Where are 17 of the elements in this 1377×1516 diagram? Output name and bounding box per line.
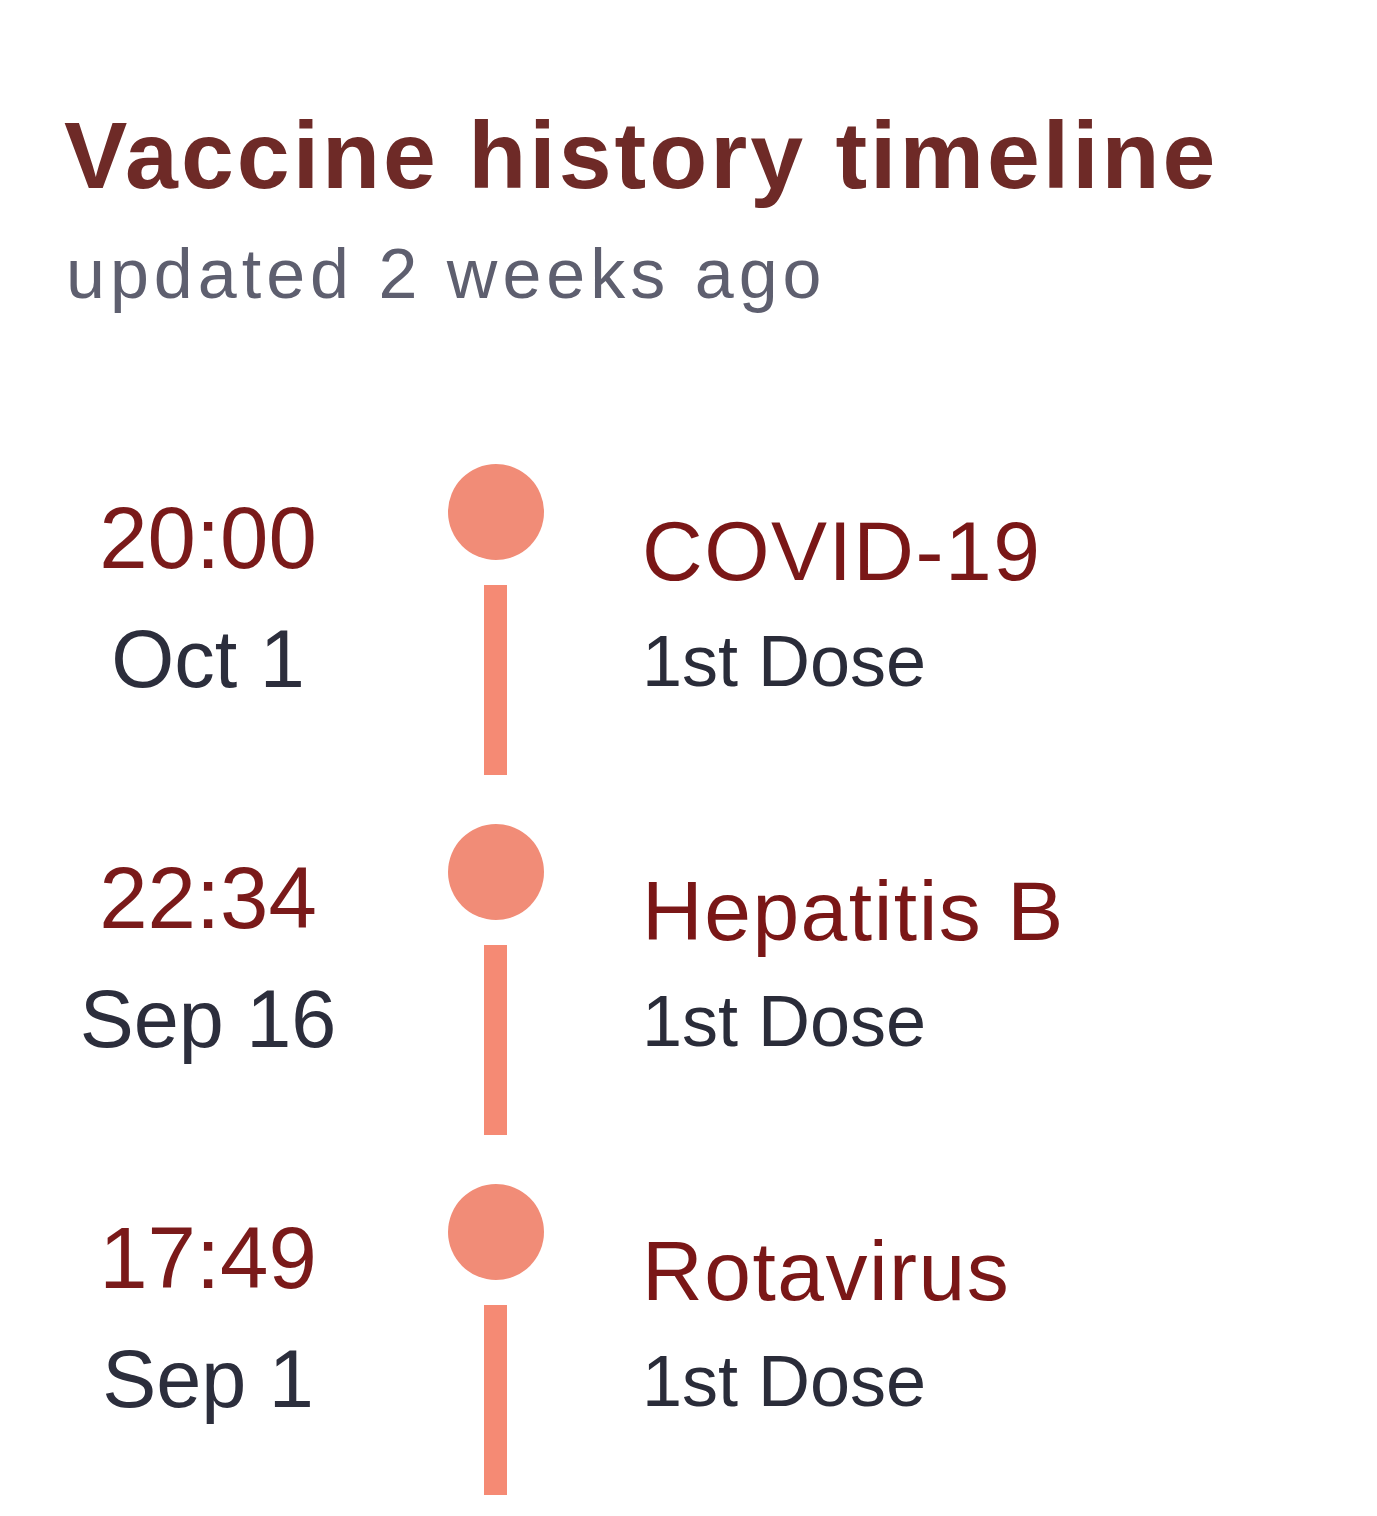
date-text: Sep 1 — [102, 1332, 314, 1426]
time-text: 20:00 — [99, 488, 317, 589]
time-text: 22:34 — [99, 848, 317, 949]
date-text: Sep 16 — [79, 972, 337, 1066]
vaccine-name: Rotavirus — [642, 1223, 1011, 1321]
dose-text: 1st Dose — [642, 980, 927, 1064]
vaccine-name: COVID-19 — [642, 503, 1042, 601]
title: Vaccine history timeline — [64, 101, 1219, 210]
time-text: 17:49 — [99, 1208, 317, 1309]
timeline-bar — [484, 945, 507, 1135]
timeline-bar — [484, 585, 507, 775]
dose-text: 1st Dose — [642, 1340, 927, 1424]
dose-text: 1st Dose — [642, 620, 927, 704]
date-text: Oct 1 — [111, 612, 305, 706]
subtitle: updated 2 weeks ago — [66, 234, 827, 315]
timeline-bar — [484, 1305, 507, 1495]
vaccine-name: Hepatitis B — [642, 863, 1065, 961]
